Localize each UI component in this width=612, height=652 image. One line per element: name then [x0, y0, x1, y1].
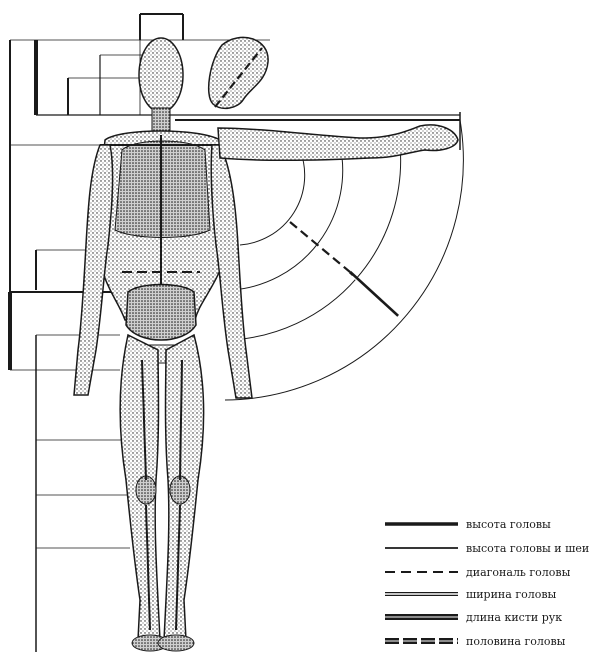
legend-label-double: ширина головы	[466, 588, 557, 601]
arm-swing-arcs	[225, 120, 463, 400]
head-profile-sketch	[209, 37, 268, 108]
legend-label-thick: высота головы	[466, 518, 551, 531]
legend-item: длина кисти рук	[385, 611, 562, 624]
figure-head	[139, 38, 183, 112]
legend-label-heavy-dashed: половина головы	[466, 635, 566, 648]
legend-item: ширина головы	[385, 588, 557, 601]
legend-label-medium: высота головы и шеи	[466, 542, 589, 555]
legend-label-dashed: диагональ головы	[466, 566, 571, 579]
legend-item: высота головы	[385, 518, 551, 531]
legend-label-heavy-double: длина кисти рук	[466, 611, 562, 624]
figure-ribcage	[115, 141, 210, 238]
legend-item: половина головы	[385, 635, 566, 648]
legend-item: диагональ головы	[385, 566, 571, 579]
human-figure	[74, 38, 458, 651]
legend-item: высота головы и шеи	[385, 542, 589, 555]
figure-raised-arm	[218, 125, 458, 160]
figure-pelvis	[126, 285, 196, 341]
legend: высота головы высота головы и шеи диагон…	[385, 518, 589, 648]
